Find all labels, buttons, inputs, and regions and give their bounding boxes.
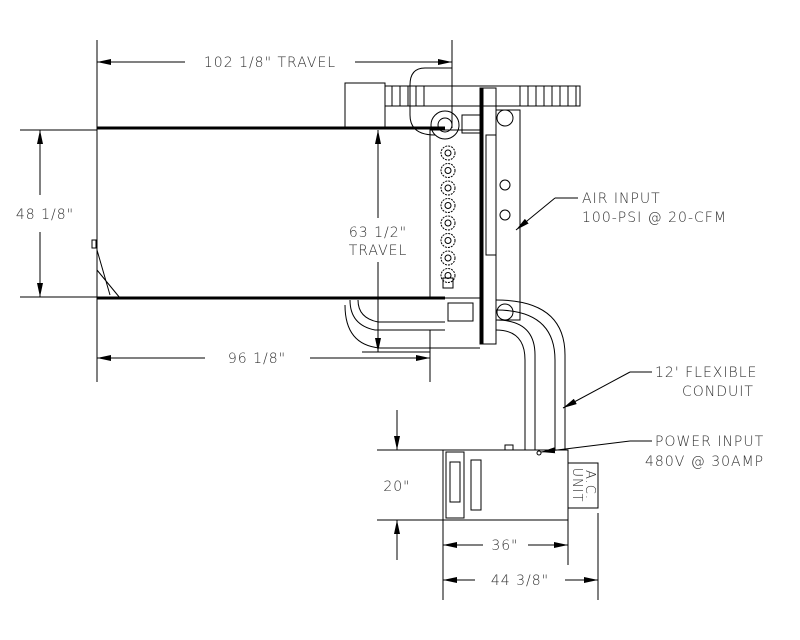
spindle-icon — [444, 202, 452, 209]
spindle-icon — [440, 268, 456, 283]
box-width-dimensions: 36" 44 3/8" — [442, 513, 599, 600]
spindle-icon — [440, 198, 456, 213]
spindle-icon — [444, 184, 452, 192]
length-dimension: 96 1/8" — [97, 330, 431, 382]
spindle-icon — [440, 215, 456, 231]
vertical-travel-dimension: 63 1/2" TRAVEL — [349, 130, 430, 353]
spindle-icon — [444, 167, 452, 174]
ac-unit: A.C. UNIT — [567, 462, 599, 509]
box-height-dimension: 20" — [377, 410, 443, 560]
spindle-icon — [440, 163, 456, 178]
vertical-travel-value: 63 1/2" — [349, 225, 407, 241]
vertical-travel-label: TRAVEL — [349, 243, 408, 259]
spindle-icon — [440, 180, 456, 196]
spindle-icon — [444, 149, 452, 157]
power-input-callout: POWER INPUT 480V @ 30AMP — [540, 434, 764, 470]
top-travel-dimension: 102 1/8" TRAVEL — [96, 40, 453, 382]
spindle-icon — [444, 219, 452, 227]
box-total-width-label: 44 3/8" — [491, 573, 549, 589]
conduit-label-1: 12' FLEXIBLE — [655, 365, 757, 381]
spindle-icon — [440, 145, 456, 161]
main-table — [91, 126, 481, 322]
length-label: 96 1/8" — [228, 351, 286, 367]
spindle-icon — [440, 233, 456, 248]
power-input-spec: 480V @ 30AMP — [645, 454, 764, 470]
box-width-label: 36" — [491, 538, 518, 554]
gantry — [430, 87, 521, 345]
spindle-icon — [444, 254, 452, 262]
height-dimension: 48 1/8" — [16, 129, 97, 298]
air-input-spec: 100-PSI @ 20-CFM — [582, 210, 727, 226]
spindle-icon — [444, 237, 452, 244]
electrical-cabinet — [442, 444, 569, 521]
conduit-label-2: CONDUIT — [682, 384, 754, 400]
ac-unit-label-1: A.C. — [582, 470, 597, 500]
air-input-label: AIR INPUT — [582, 191, 661, 207]
height-label: 48 1/8" — [16, 207, 74, 223]
top-travel-label: 102 1/8" TRAVEL — [204, 55, 336, 71]
air-input-callout: AIR INPUT 100-PSI @ 20-CFM — [515, 191, 727, 231]
box-height-label: 20" — [383, 479, 410, 495]
power-input-label: POWER INPUT — [655, 434, 764, 450]
ac-unit-label-2: UNIT — [569, 467, 584, 502]
spindle-icon — [440, 250, 456, 266]
conduit-callout: 12' FLEXIBLE CONDUIT — [562, 365, 757, 409]
